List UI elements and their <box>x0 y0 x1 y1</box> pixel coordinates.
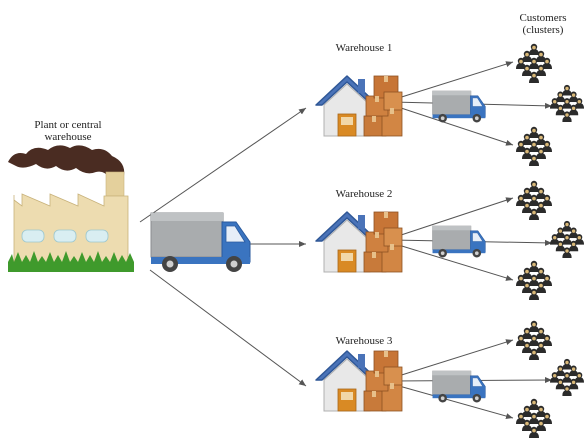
customer-cluster-2-icon <box>550 85 584 122</box>
grass-icon <box>8 251 134 272</box>
warehouse-2-icon <box>315 211 403 273</box>
arrow-w2-to-customers-1 <box>391 197 514 239</box>
warehouse-2-label: Warehouse 2 <box>335 188 393 200</box>
arrow-w3-to-customers-3 <box>391 383 514 419</box>
customers-label: Customers (clusters) <box>508 12 578 36</box>
truck-warehouse-2-icon <box>432 225 486 258</box>
truck-warehouse-1-icon <box>432 90 486 123</box>
plant-arrows <box>139 107 307 387</box>
plant-label-line1: Plant or central <box>34 119 102 131</box>
truck-warehouse-3-icon <box>432 370 486 403</box>
customer-cluster-5-icon <box>550 221 584 258</box>
arrow-w3-to-customers-1 <box>391 339 514 379</box>
truck-icon <box>150 212 251 273</box>
warehouse-3-label: Warehouse 3 <box>335 335 393 347</box>
customer-cluster-1-icon <box>516 44 552 83</box>
customer-cluster-7-icon <box>516 321 552 360</box>
plant-label-line2: warehouse <box>44 131 92 143</box>
arrow-w1-to-customers-1 <box>391 61 514 101</box>
warehouse-3-icon <box>315 350 403 412</box>
factory-icon <box>8 145 134 272</box>
arrow-plant-to-warehouse-3 <box>149 269 307 387</box>
customers-label-line2: (clusters) <box>522 24 564 36</box>
customer-cluster-4-icon <box>516 181 552 220</box>
customer-cluster-3-icon <box>516 127 552 166</box>
customer-cluster-9-icon <box>516 399 552 438</box>
warehouse-1-icon <box>315 75 403 137</box>
customers-label-line1: Customers <box>519 12 567 24</box>
warehouse-1-label: Warehouse 1 <box>335 42 393 54</box>
customer-cluster-8-icon <box>550 359 584 396</box>
plant-label: Plant or central warehouse <box>20 119 116 143</box>
smoke-icon <box>8 145 125 181</box>
customer-cluster-6-icon <box>516 261 552 300</box>
arrow-w2-to-customers-3 <box>391 242 514 281</box>
arrow-plant-to-warehouse-1 <box>139 107 307 223</box>
arrow-w1-to-customers-3 <box>391 104 514 146</box>
